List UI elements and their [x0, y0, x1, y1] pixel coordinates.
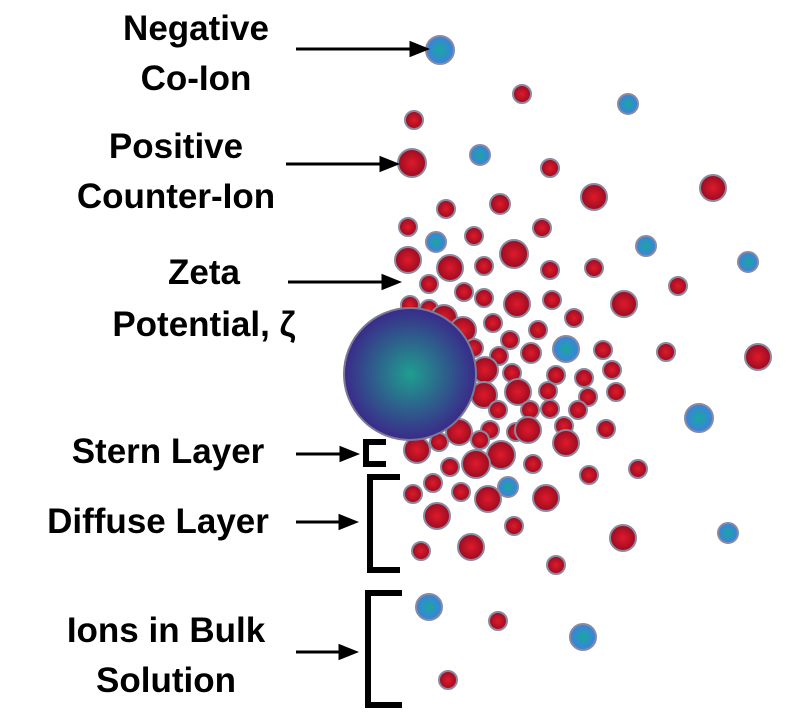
positive-counter-ion — [552, 429, 580, 457]
label-co-ion: Co-Ion — [141, 59, 252, 98]
positive-counter-ion — [440, 457, 460, 477]
positive-counter-ion — [483, 313, 503, 333]
positive-counter-ion — [606, 382, 626, 402]
negative-co-ion — [497, 476, 519, 498]
positive-counter-ion — [394, 246, 422, 274]
positive-counter-ion — [470, 430, 490, 450]
positive-counter-ion — [397, 148, 427, 178]
positive-counter-ion — [436, 199, 456, 219]
label-zeta: Zeta — [168, 253, 241, 292]
positive-counter-ion — [404, 110, 424, 130]
positive-counter-ion — [540, 158, 560, 178]
layer-brackets — [363, 439, 402, 708]
positive-counter-ion — [579, 465, 599, 485]
positive-counter-ion — [578, 387, 598, 407]
positive-counter-ion — [656, 342, 676, 362]
positive-counter-ion — [568, 400, 588, 420]
positive-counter-ion — [403, 484, 423, 504]
positive-counter-ion — [499, 239, 529, 269]
ions — [394, 35, 772, 690]
label-counter-ion: Counter-Ion — [77, 177, 275, 216]
positive-counter-ion — [540, 260, 560, 280]
label-ions-in-bulk: Ions in Bulk — [67, 611, 266, 650]
label-potential: Potential, ζ — [112, 305, 295, 344]
positive-counter-ion — [532, 484, 560, 512]
positive-counter-ion — [423, 502, 451, 530]
pointer-arrows — [286, 40, 431, 661]
bracket-bulk — [365, 590, 402, 708]
positive-counter-ion — [628, 459, 648, 479]
positive-counter-ion — [520, 342, 542, 364]
label-negative: Negative — [123, 9, 269, 48]
positive-counter-ion — [542, 290, 562, 310]
positive-counter-ion — [584, 258, 604, 278]
positive-counter-ion — [461, 449, 491, 479]
label-stern-layer: Stern Layer — [72, 432, 265, 471]
negative-co-ion — [635, 235, 657, 257]
negative-co-ion — [684, 403, 714, 433]
positive-counter-ion — [546, 365, 566, 385]
positive-counter-ion — [411, 541, 431, 561]
positive-counter-ion — [474, 485, 502, 513]
positive-counter-ion — [538, 381, 558, 401]
positive-counter-ion — [609, 524, 637, 552]
positive-counter-ion — [504, 378, 532, 406]
positive-counter-ion — [423, 473, 443, 493]
bracket-stern — [363, 439, 386, 467]
positive-counter-ion — [528, 320, 548, 340]
positive-counter-ion — [602, 360, 622, 380]
positive-counter-ion — [436, 254, 464, 282]
bracket-diffuse — [367, 474, 400, 573]
positive-counter-ion — [596, 419, 616, 439]
positive-counter-ion — [744, 343, 772, 371]
positive-counter-ion — [593, 340, 613, 360]
positive-counter-ion — [398, 217, 418, 237]
positive-counter-ion — [438, 670, 458, 690]
positive-counter-ion — [489, 193, 511, 215]
positive-counter-ion — [488, 400, 508, 420]
negative-co-ion — [552, 335, 580, 363]
positive-counter-ion — [532, 218, 552, 238]
positive-counter-ion — [486, 440, 516, 470]
positive-counter-ion — [699, 174, 727, 202]
positive-counter-ion — [500, 330, 520, 350]
label-diffuse-layer: Diffuse Layer — [47, 502, 269, 541]
negative-co-ion — [415, 593, 443, 621]
positive-counter-ion — [451, 482, 471, 502]
label-positive: Positive — [109, 127, 243, 166]
positive-counter-ion — [580, 183, 608, 211]
positive-counter-ion — [574, 368, 594, 388]
negative-co-ion — [737, 251, 759, 273]
negative-co-ion — [469, 144, 491, 166]
positive-counter-ion — [610, 290, 638, 318]
positive-counter-ion — [504, 516, 524, 536]
positive-counter-ion — [564, 308, 584, 328]
positive-counter-ion — [457, 533, 485, 561]
negative-co-ion — [617, 93, 639, 115]
positive-counter-ion — [540, 399, 560, 419]
positive-counter-ion — [474, 256, 494, 276]
negative-co-ion — [425, 231, 447, 253]
positive-counter-ion — [668, 276, 688, 296]
negative-co-ion — [717, 522, 739, 544]
positive-counter-ion — [503, 290, 531, 318]
positive-counter-ion — [512, 84, 532, 104]
positive-counter-ion — [514, 416, 542, 444]
positive-counter-ion — [419, 274, 439, 294]
positive-counter-ion — [546, 555, 566, 575]
positive-counter-ion — [454, 282, 474, 302]
negative-co-ion — [425, 35, 455, 65]
positive-counter-ion — [464, 226, 484, 246]
charged-particle — [343, 307, 477, 441]
positive-counter-ion — [488, 611, 508, 631]
label-solution: Solution — [96, 661, 236, 700]
positive-counter-ion — [474, 288, 494, 308]
positive-counter-ion — [523, 454, 543, 474]
negative-co-ion — [569, 623, 597, 651]
